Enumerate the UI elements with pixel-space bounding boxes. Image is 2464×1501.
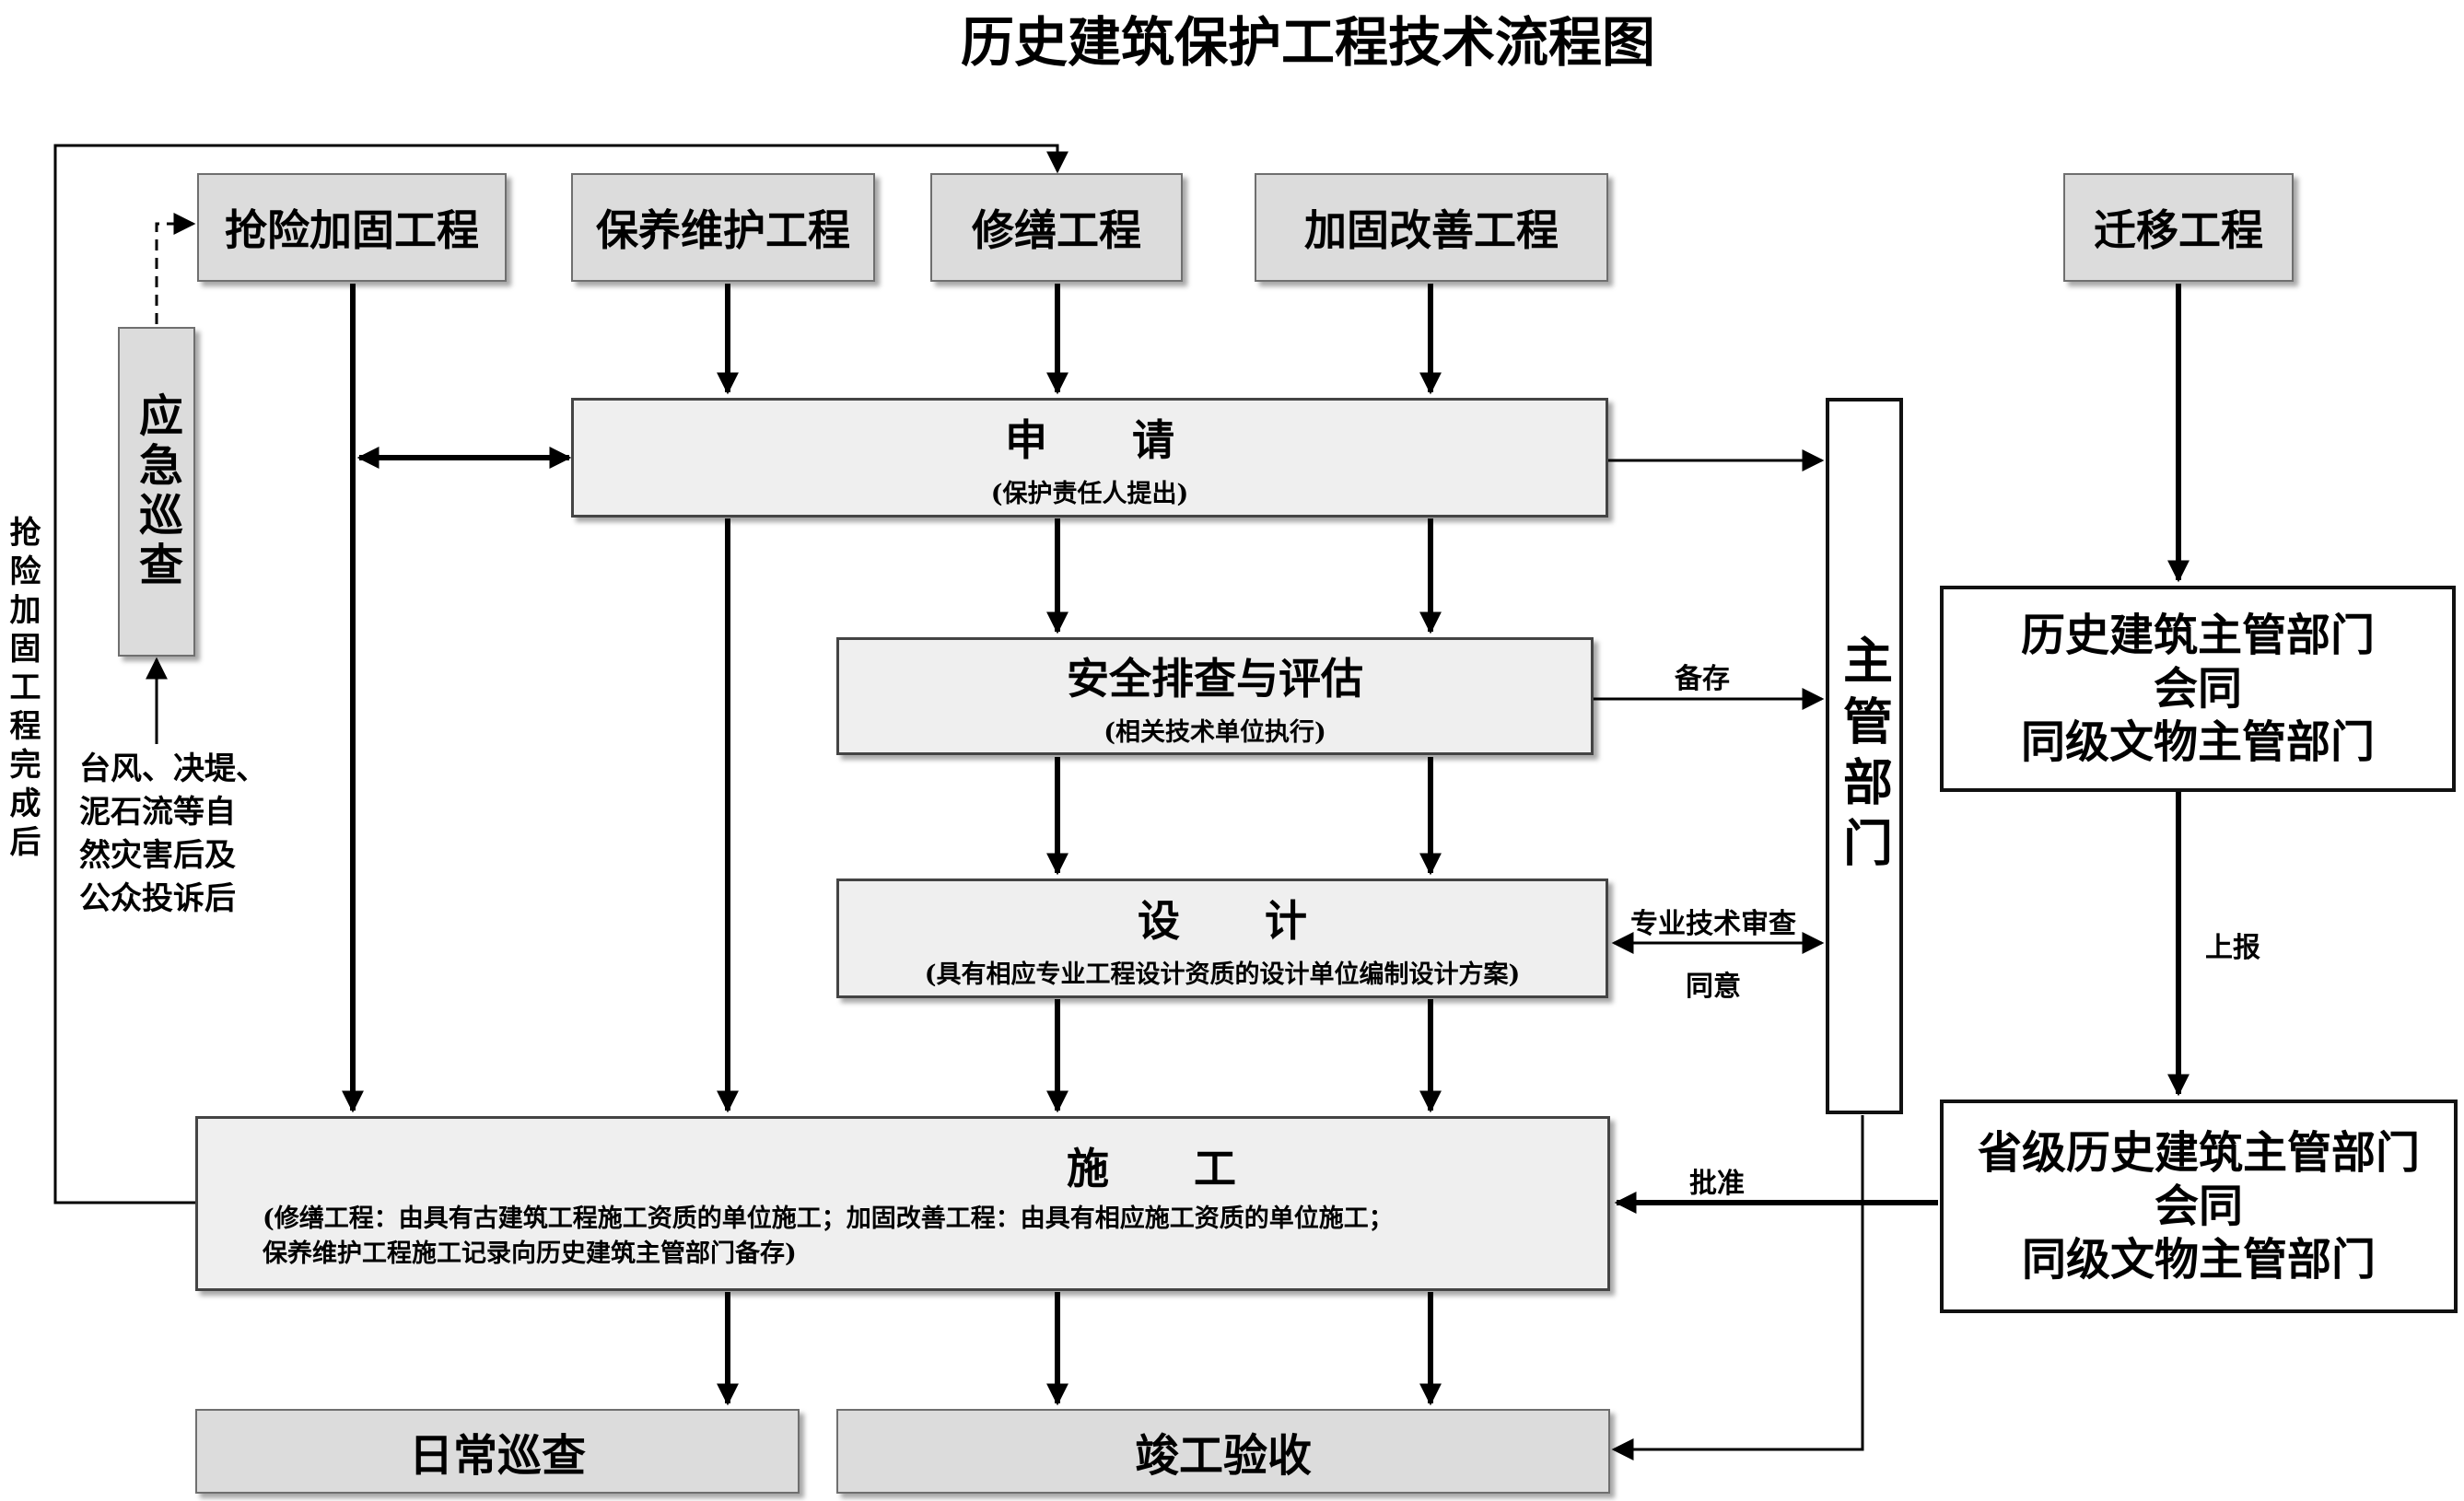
prov-dept-line: 同级文物主管部门: [2021, 1234, 2376, 1286]
design-box: 设 计 (具有相应专业工程设计资质的设计单位编制设计方案): [836, 878, 1608, 998]
safety-sub: (相关技术单位执行): [1104, 717, 1326, 747]
maintenance-label: 保养维护工程: [596, 205, 850, 255]
dashed-arrow-patrol-to-rescue: [155, 213, 196, 324]
application-sub: (保护责任人提出): [990, 479, 1189, 508]
hist-dept-line: 同级文物主管部门: [2020, 716, 2375, 768]
label-archive: 备存: [1675, 663, 1730, 695]
application-title: 申 请: [1005, 414, 1174, 465]
page-title: 历史建筑保护工程技术流程图: [811, 4, 1805, 74]
maintenance-box: 保养维护工程: [571, 173, 875, 282]
disaster-note-line: 泥石流等自: [79, 794, 236, 831]
disaster-note-line: 然灾害后及: [79, 837, 236, 874]
hist-dept-line: 历史建筑主管部门: [2020, 610, 2375, 661]
hist-dept-line: 会同: [2153, 663, 2242, 715]
label-agree: 同意: [1686, 971, 1741, 1003]
design-sub: (具有相应专业工程设计资质的设计单位编制设计方案): [924, 960, 1521, 989]
prov-dept-line: 会同: [2154, 1181, 2243, 1232]
label-approve: 批准: [1689, 1168, 1745, 1200]
design-title: 设 计: [1138, 895, 1307, 946]
safety-box: 安全排查与评估 (相关技术单位执行): [836, 637, 1594, 755]
daily-patrol-label: 日常巡查: [408, 1430, 586, 1482]
arrow-authority-to-acceptance: [1611, 1115, 1864, 1460]
emergency-patrol-label: 应急巡查: [131, 392, 182, 591]
authority-box: 主管部门: [1826, 398, 1903, 1114]
acceptance-label: 竣工验收: [1134, 1430, 1312, 1482]
safety-title: 安全排查与评估: [1067, 653, 1363, 704]
repair-box: 修缮工程: [930, 173, 1183, 282]
construction-sub-line: (修缮工程：由具有古建筑工程施工资质的单位施工；加固改善工程：由具有相应施工资质…: [263, 1204, 1394, 1233]
prov-dept-box: 省级历史建筑主管部门 会同 同级文物主管部门: [1940, 1100, 2458, 1313]
reinforce-label: 加固改善工程: [1304, 205, 1559, 255]
construction-sub-line: 保养维护工程施工记录向历史建筑主管部门备存): [263, 1239, 797, 1268]
authority-label: 主管部门: [1834, 634, 1894, 878]
rescue-label: 抢险加固工程: [225, 205, 479, 255]
feedback-loop-line: [53, 144, 1069, 1204]
rescue-box: 抢险加固工程: [197, 173, 507, 282]
prov-dept-line: 省级历史建筑主管部门: [1977, 1127, 2420, 1179]
application-box: 申 请 (保护责任人提出): [571, 398, 1608, 518]
emergency-patrol-box: 应急巡查: [118, 327, 195, 657]
disaster-note-line: 公众投诉后: [79, 880, 236, 917]
disaster-note: 台风、决堤、 泥石流等自 然灾害后及 公众投诉后: [79, 748, 282, 921]
relocation-label: 迁移工程: [2094, 205, 2263, 255]
feedback-label-text: 抢险加固工程完成后: [4, 516, 41, 864]
repair-label: 修缮工程: [972, 205, 1141, 255]
relocation-box: 迁移工程: [2063, 173, 2294, 282]
label-review: 专业技术审查: [1630, 908, 1796, 940]
hist-dept-box: 历史建筑主管部门 会同 同级文物主管部门: [1940, 586, 2456, 792]
title-text: 历史建筑保护工程技术流程图: [960, 11, 1655, 74]
label-report: 上报: [2205, 932, 2260, 964]
construction-sub: (修缮工程：由具有古建筑工程施工资质的单位施工；加固改善工程：由具有相应施工资质…: [263, 1202, 1394, 1272]
reinforce-box: 加固改善工程: [1255, 173, 1608, 282]
feedback-label: 抢险加固工程完成后: [2, 516, 42, 867]
construction-title: 施 工: [1067, 1144, 1236, 1193]
acceptance-box: 竣工验收: [836, 1409, 1610, 1494]
construction-box: 施 工 (修缮工程：由具有古建筑工程施工资质的单位施工；加固改善工程：由具有相应…: [195, 1116, 1610, 1291]
daily-patrol-box: 日常巡查: [195, 1409, 800, 1494]
disaster-note-line: 台风、决堤、: [79, 750, 267, 787]
